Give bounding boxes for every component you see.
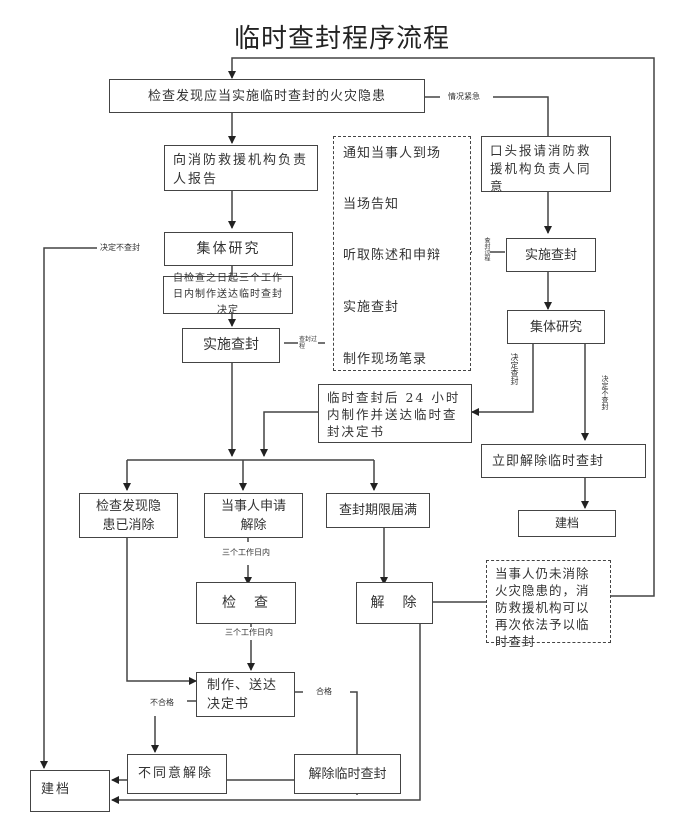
node-collective-study-left: 集体研究 [164,232,293,266]
page-title: 临时查封程序流程 [233,24,450,54]
label-seal-process-left: 查封过程 [299,336,318,350]
node-disagree-release-text: 不同意解除 [138,766,214,781]
node-disagree-release: 不同意解除 [127,754,227,794]
node-party-apply-release: 当事人申请解除 [204,493,303,538]
node-release-immediately-text: 立即解除临时查封 [492,454,605,469]
node-implement-seal-left: 实施查封 [182,328,280,363]
node-seal-period-expired-text: 查封期限届满 [338,503,417,518]
label-decide-seal: 决定查封 [509,353,519,385]
node-report-to-head-text: 向消防救援机构负责人报告 [173,153,309,187]
node-release: 解 除 [356,582,433,624]
node-reseal-note: 当事人仍未消除火灾隐患的，消防救援机构可以再次依法予以临时查封 [486,560,611,649]
node-collective-study-right: 集体研究 [507,310,605,344]
label-urgent: 情况紧急 [448,92,480,102]
node-collective-study-left-text: 集体研究 [196,240,261,257]
procedure-step: 制作现场笔录 [343,348,428,367]
node-oral-request: 口头报请消防救援机构负责人同意 [481,136,611,194]
node-seal-period-expired: 查封期限届满 [326,493,430,528]
node-hazard-eliminated-text: 检查发现隐患已消除 [95,498,161,533]
procedure-step: 当场告知 [343,193,400,212]
node-release-text: 解 除 [370,594,419,611]
node-archive-right: 建档 [518,510,616,537]
node-reseal-note-text: 当事人仍未消除火灾隐患的，消防救援机构可以再次依法予以临时查封 [495,566,590,649]
node-inspect: 检 查 [196,582,296,624]
label-pass: 合格 [316,687,332,697]
label-seal-process-right: 查封过程 [483,237,490,261]
label-decide-no-seal-right: 决定不查封 [600,375,610,410]
node-oral-request-text: 口头报请消防救援机构负责人同意 [490,143,592,194]
node-discover-hazard: 检查发现应当实施临时查封的火灾隐患 [109,79,425,113]
node-within-24h-decision-text: 临时查封后 24 小时内制作并送达临时查封决定书 [327,390,461,439]
node-discover-hazard-text: 检查发现应当实施临时查封的火灾隐患 [147,88,386,104]
node-within-24h-decision: 临时查封后 24 小时内制作并送达临时查封决定书 [318,384,472,443]
node-implement-seal-left-text: 实施查封 [203,337,259,353]
node-archive-right-text: 建档 [554,516,579,530]
label-within-three-days-2: 三个工作日内 [225,628,273,638]
loop-back-line [228,57,655,597]
node-implement-seal-right-text: 实施查封 [524,247,577,263]
label-decide-no-seal-left: 决定不查封 [100,243,140,253]
node-release-temporary-seal: 解除临时查封 [294,754,401,794]
procedure-step: 实施查封 [343,296,400,315]
node-release-temporary-seal-text: 解除临时查封 [308,766,387,782]
label-fail: 不合格 [150,698,174,708]
node-three-days-decision: 自检查之日起三个工作日内制作送达临时查封决定 [163,273,293,316]
node-hazard-eliminated: 检查发现隐患已消除 [79,493,178,538]
node-archive-left: 建档 [30,770,110,812]
node-party-apply-release-text: 当事人申请解除 [221,498,287,533]
node-make-deliver-decision-text: 制作、送达决定书 [207,678,278,712]
label-within-three-days-1: 三个工作日内 [222,548,270,558]
node-three-days-decision-text: 自检查之日起三个工作日内制作送达临时查封决定 [173,273,283,316]
procedure-step: 听取陈述和申辩 [343,244,442,263]
node-make-deliver-decision: 制作、送达决定书 [196,672,295,717]
procedure-step: 通知当事人到场 [343,142,442,161]
node-implement-seal-right: 实施查封 [506,238,596,272]
node-archive-left-text: 建档 [41,782,72,797]
node-inspect-text: 检 查 [222,594,270,611]
node-collective-study-right-text: 集体研究 [529,319,582,335]
node-report-to-head: 向消防救援机构负责人报告 [164,145,318,191]
node-release-immediately: 立即解除临时查封 [481,444,646,478]
